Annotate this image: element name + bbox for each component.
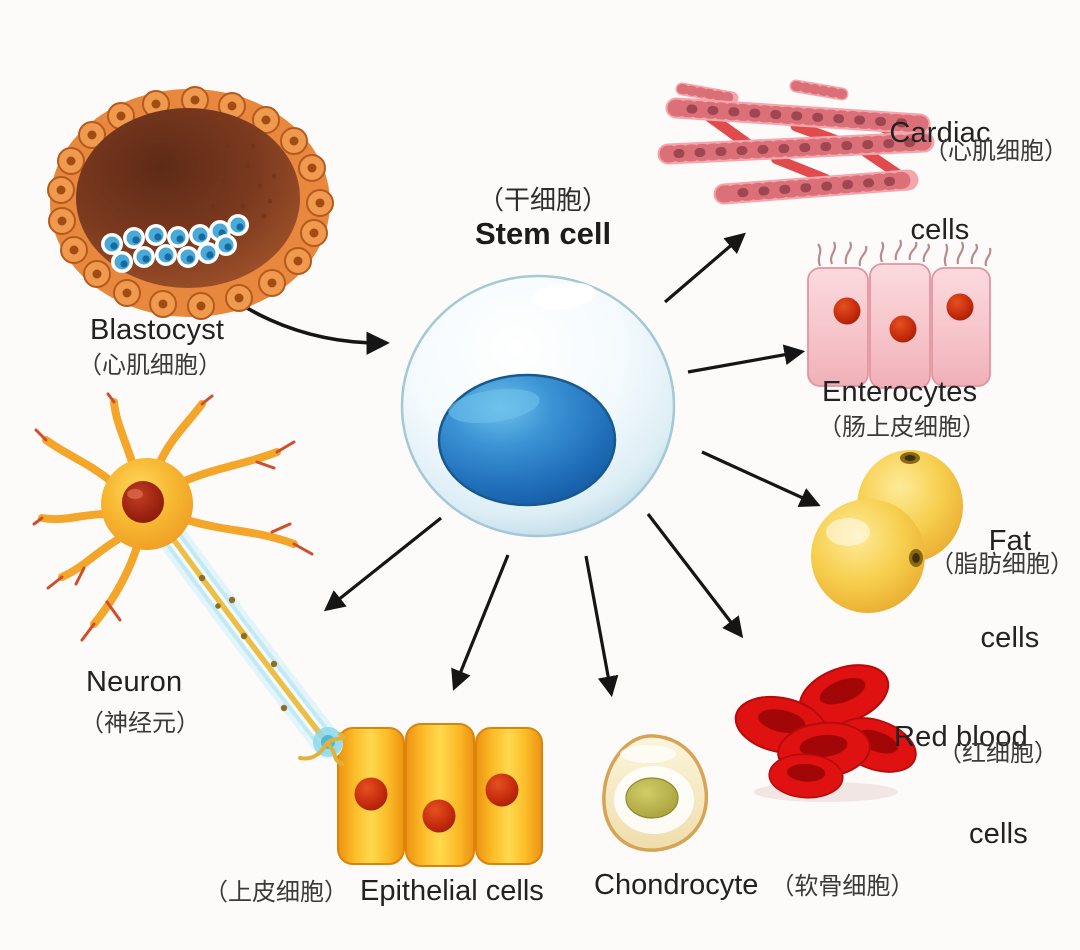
chondrocyte-label-zh: （软骨细胞） (770, 873, 915, 900)
epithelial-cells-image (337, 723, 543, 867)
blastocyst-label-en: Blastocyst (90, 314, 225, 346)
epithelial-label-zh: （上皮细胞） (204, 879, 348, 906)
stem-cell-image (400, 274, 676, 538)
microvilli (817, 239, 992, 267)
arrow-stem-to-enterocytes (687, 344, 806, 374)
cardiac-label-zh: （心肌细胞） (924, 138, 1068, 165)
dendrites (38, 398, 298, 628)
neuron-label-en: Neuron (86, 666, 183, 698)
epithelial-label: （上皮细胞） Epithelial cells (204, 872, 544, 908)
blastocyst-image (47, 86, 334, 320)
axon-terminals (298, 732, 347, 766)
chondrocyte-label: Chondrocyte （软骨细胞） (594, 866, 914, 902)
red-blood-label-zh: （红细胞） (938, 740, 1058, 767)
myelin-nodes (198, 574, 288, 712)
stem-cell-label-en: Stem cell (474, 216, 612, 251)
neuron-label-zh: （神经元） (80, 710, 200, 737)
cardiac-cells-image (657, 79, 935, 205)
cardiac-label-en: Cardiac cells (889, 116, 991, 247)
arrow-stem-to-fat (701, 450, 821, 507)
arrow-stem-to-chondrocyte (584, 555, 619, 698)
epithelial-label-en: Epithelial cells (360, 875, 544, 907)
red-blood-label-en: Red blood cells (893, 720, 1028, 851)
enterocytes-label-en: Enterocytes (822, 376, 978, 408)
fat-cells-image (811, 450, 963, 613)
dendrite-tips (32, 392, 314, 642)
enterocytes-image (807, 239, 992, 389)
neuron-image (32, 392, 347, 766)
blastocyst-label-zh: （心肌细胞） (78, 352, 222, 379)
fat-label-zh: （脂肪细胞） (930, 551, 1074, 578)
neuron-nucleus (122, 481, 164, 523)
chondrocyte-label-en: Chondrocyte (594, 869, 759, 901)
fat-label-en: Fat cells (980, 524, 1040, 655)
chondrocyte-image (602, 734, 709, 852)
arrow-stem-to-epithelial (451, 554, 510, 691)
enterocytes-label-zh: （肠上皮细胞） (818, 414, 986, 441)
chondrocyte-nucleus (625, 777, 679, 819)
red-blood-cells-image (729, 652, 925, 802)
stem-cell-label-zh: （干细胞） (477, 185, 608, 215)
